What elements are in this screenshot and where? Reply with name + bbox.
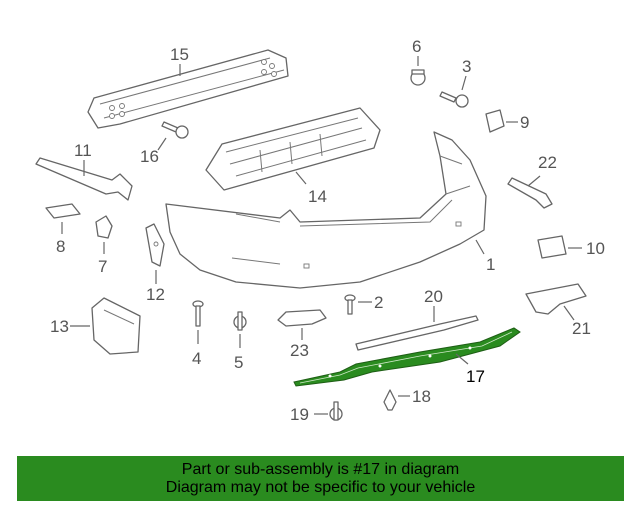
part-19-clip[interactable]: [329, 401, 343, 421]
part-7-clip[interactable]: [95, 215, 113, 239]
callout-10: 10: [586, 239, 605, 258]
callout-14: 14: [308, 187, 327, 206]
callout-4: 4: [192, 349, 201, 368]
callout-2: 2: [374, 293, 383, 312]
banner-line-2: Diagram may not be specific to your vehi…: [165, 479, 476, 496]
callout-21: 21: [572, 319, 591, 338]
callout-13: 13: [50, 317, 69, 336]
callout-7: 7: [98, 257, 107, 276]
part-9-bracket[interactable]: [485, 109, 505, 133]
part-4-screw[interactable]: [192, 300, 204, 327]
part-6-clip[interactable]: [410, 69, 426, 86]
part-3-bolt[interactable]: [439, 91, 469, 108]
callout-20: 20: [424, 287, 443, 306]
callout-8: 8: [56, 237, 65, 256]
part-23-reflector[interactable]: [277, 309, 327, 327]
parts-diagram: 15 6 3 9 16 11 14 22: [35, 37, 605, 424]
part-14-absorber[interactable]: [205, 107, 381, 191]
part-16-bolt[interactable]: [161, 121, 189, 139]
part-22-bracket[interactable]: [507, 177, 553, 209]
info-banner: Part or sub-assembly is #17 in diagram D…: [17, 456, 624, 501]
callout-23: 23: [290, 341, 309, 360]
part-10-reflector[interactable]: [537, 235, 567, 259]
callout-3: 3: [462, 57, 471, 76]
callout-1: 1: [486, 255, 495, 274]
part-15-reinforcement[interactable]: [87, 49, 289, 129]
part-1-bumper-cover[interactable]: [165, 131, 487, 289]
callout-17: 17: [466, 367, 485, 386]
callout-11: 11: [74, 141, 92, 160]
callout-22: 22: [538, 153, 557, 172]
callout-9: 9: [520, 113, 529, 132]
part-12-bracket[interactable]: [145, 223, 165, 267]
part-11-retainer[interactable]: [35, 157, 133, 201]
part-21-extension[interactable]: [525, 283, 587, 315]
callout-16: 16: [140, 147, 159, 166]
part-5-clip[interactable]: [233, 311, 247, 331]
callout-18: 18: [412, 387, 431, 406]
part-18-clip[interactable]: [383, 389, 397, 411]
banner-line-1: Part or sub-assembly is #17 in diagram: [181, 461, 460, 478]
callout-19: 19: [290, 405, 309, 424]
callout-6: 6: [412, 37, 421, 56]
callout-5: 5: [234, 353, 243, 372]
part-20-molding[interactable]: [355, 315, 479, 351]
callout-12: 12: [146, 285, 165, 304]
part-8-pad[interactable]: [45, 203, 81, 219]
part-13-splash-guard[interactable]: [91, 297, 141, 355]
callout-15: 15: [170, 45, 189, 64]
part-2-screw[interactable]: [344, 294, 356, 315]
part-17-lower-molding[interactable]: [293, 327, 521, 387]
